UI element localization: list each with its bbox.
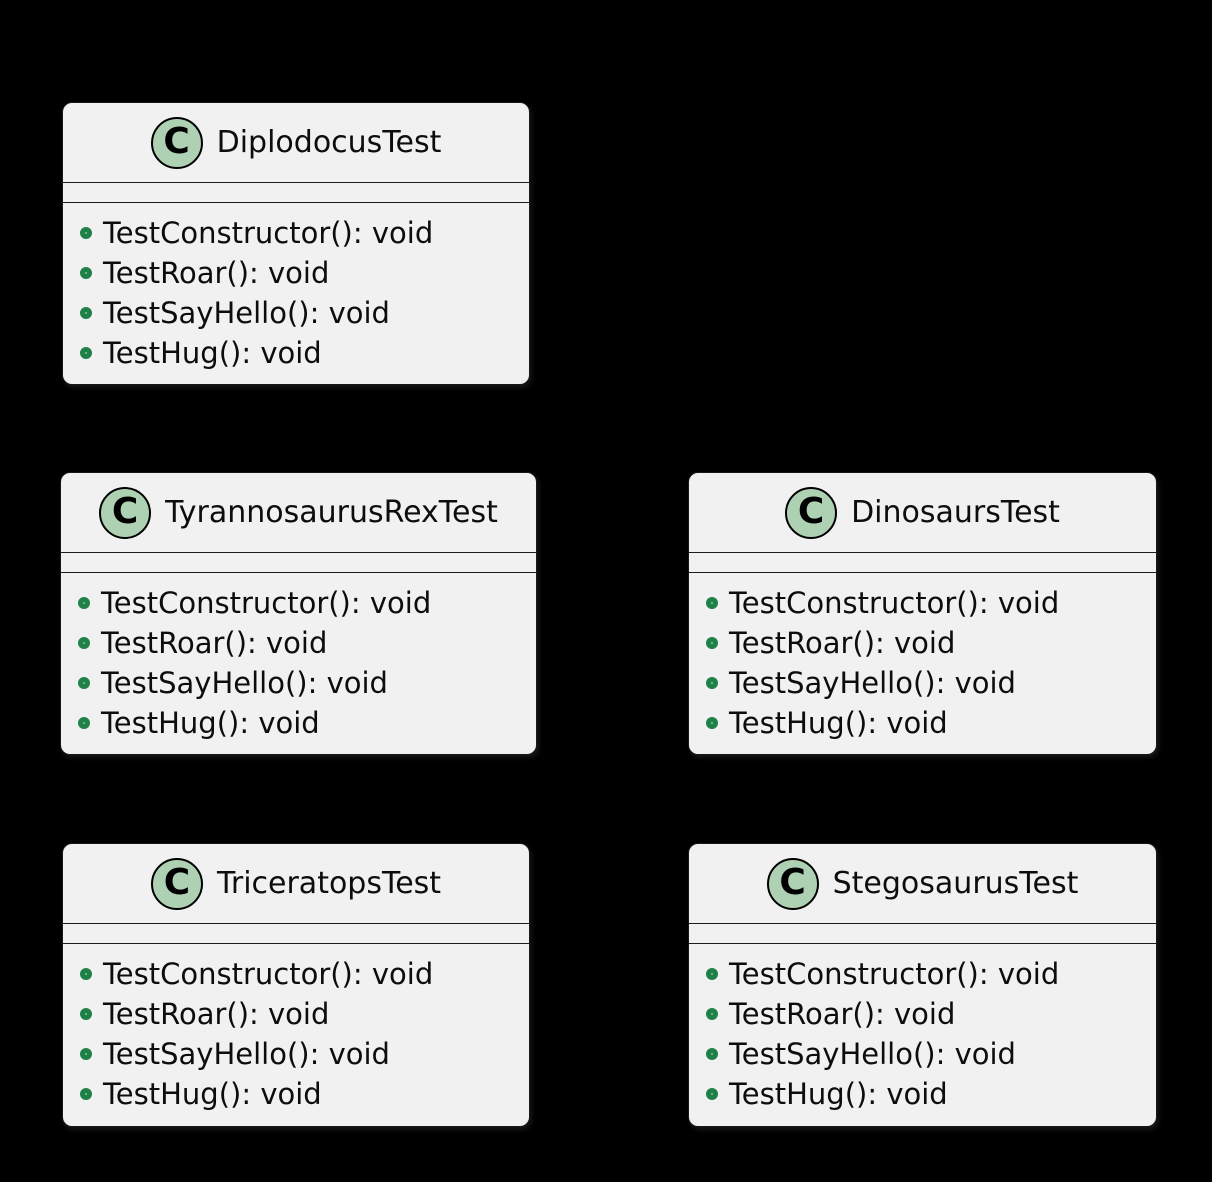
method-row: TestSayHello(): void	[689, 1034, 1156, 1074]
public-method-icon	[706, 1088, 718, 1100]
public-method-icon	[706, 637, 718, 649]
class-box-tyrannosaurus-rex-test: C TyrannosaurusRexTest TestConstructor()…	[60, 472, 537, 755]
method-label: TestRoar(): void	[729, 626, 956, 660]
class-name: StegosaurusTest	[832, 866, 1079, 901]
method-label: TestRoar(): void	[729, 997, 956, 1031]
fields-section-empty	[689, 553, 1156, 573]
method-row: TestHug(): void	[63, 333, 529, 373]
methods-section: TestConstructor(): void TestRoar(): void…	[689, 573, 1156, 753]
class-title-bar: C DiplodocusTest	[63, 103, 529, 183]
method-row: TestRoar(): void	[689, 623, 1156, 663]
class-box-stegosaurus-test: C StegosaurusTest TestConstructor(): voi…	[688, 843, 1157, 1127]
class-stereotype-icon: C	[150, 857, 203, 910]
class-name: TyrannosaurusRexTest	[165, 495, 498, 530]
methods-section: TestConstructor(): void TestRoar(): void…	[63, 203, 529, 383]
method-row: TestConstructor(): void	[689, 583, 1156, 623]
method-label: TestHug(): void	[729, 706, 948, 740]
method-row: TestHug(): void	[689, 703, 1156, 743]
class-stereotype-icon: C	[785, 486, 838, 539]
public-method-icon	[78, 597, 90, 609]
fields-section-empty	[63, 924, 529, 944]
method-label: TestConstructor(): void	[729, 957, 1060, 991]
method-row: TestSayHello(): void	[61, 663, 536, 703]
method-row: TestRoar(): void	[61, 623, 536, 663]
method-label: TestRoar(): void	[103, 256, 330, 290]
public-method-icon	[80, 227, 92, 239]
class-box-diplodocus-test: C DiplodocusTest TestConstructor(): void…	[62, 102, 530, 385]
class-name: DiplodocusTest	[216, 125, 442, 160]
class-title-bar: C TriceratopsTest	[63, 844, 529, 924]
class-title-bar: C DinosaursTest	[689, 473, 1156, 553]
class-stereotype-icon: C	[766, 857, 819, 910]
class-stereotype-icon: C	[150, 116, 203, 169]
fields-section-empty	[61, 553, 536, 573]
method-label: TestRoar(): void	[103, 997, 330, 1031]
public-method-icon	[706, 597, 718, 609]
method-row: TestHug(): void	[689, 1074, 1156, 1114]
method-label: TestHug(): void	[101, 706, 320, 740]
methods-section: TestConstructor(): void TestRoar(): void…	[61, 573, 536, 753]
fields-section-empty	[63, 183, 529, 203]
public-method-icon	[80, 1008, 92, 1020]
public-method-icon	[80, 1048, 92, 1060]
method-row: TestConstructor(): void	[61, 583, 536, 623]
methods-section: TestConstructor(): void TestRoar(): void…	[63, 944, 529, 1124]
method-row: TestSayHello(): void	[689, 663, 1156, 703]
public-method-icon	[706, 968, 718, 980]
public-method-icon	[78, 677, 90, 689]
method-label: TestConstructor(): void	[101, 586, 432, 620]
class-box-triceratops-test: C TriceratopsTest TestConstructor(): voi…	[62, 843, 530, 1127]
method-row: TestRoar(): void	[63, 994, 529, 1034]
method-row: TestConstructor(): void	[689, 954, 1156, 994]
methods-section: TestConstructor(): void TestRoar(): void…	[689, 944, 1156, 1124]
method-label: TestSayHello(): void	[729, 1037, 1016, 1071]
class-title-bar: C TyrannosaurusRexTest	[61, 473, 536, 553]
method-row: TestHug(): void	[63, 1074, 529, 1114]
public-method-icon	[706, 717, 718, 729]
public-method-icon	[80, 307, 92, 319]
method-label: TestConstructor(): void	[103, 216, 434, 250]
public-method-icon	[706, 1048, 718, 1060]
class-title-bar: C StegosaurusTest	[689, 844, 1156, 924]
class-box-dinosaurs-test: C DinosaursTest TestConstructor(): void …	[688, 472, 1157, 755]
method-label: TestHug(): void	[103, 1077, 322, 1111]
method-row: TestSayHello(): void	[63, 1034, 529, 1074]
public-method-icon	[78, 637, 90, 649]
public-method-icon	[706, 677, 718, 689]
method-row: TestHug(): void	[61, 703, 536, 743]
method-label: TestSayHello(): void	[101, 666, 388, 700]
public-method-icon	[80, 968, 92, 980]
public-method-icon	[80, 267, 92, 279]
method-row: TestSayHello(): void	[63, 293, 529, 333]
class-name: TriceratopsTest	[216, 866, 442, 901]
method-label: TestConstructor(): void	[103, 957, 434, 991]
public-method-icon	[80, 347, 92, 359]
method-label: TestRoar(): void	[101, 626, 328, 660]
method-label: TestSayHello(): void	[103, 1037, 390, 1071]
class-name: DinosaursTest	[851, 495, 1060, 530]
method-label: TestSayHello(): void	[729, 666, 1016, 700]
method-row: TestConstructor(): void	[63, 213, 529, 253]
method-label: TestSayHello(): void	[103, 296, 390, 330]
method-row: TestRoar(): void	[689, 994, 1156, 1034]
method-row: TestRoar(): void	[63, 253, 529, 293]
fields-section-empty	[689, 924, 1156, 944]
method-label: TestConstructor(): void	[729, 586, 1060, 620]
method-label: TestHug(): void	[729, 1077, 948, 1111]
method-label: TestHug(): void	[103, 336, 322, 370]
method-row: TestConstructor(): void	[63, 954, 529, 994]
class-stereotype-icon: C	[99, 486, 152, 539]
public-method-icon	[78, 717, 90, 729]
public-method-icon	[706, 1008, 718, 1020]
public-method-icon	[80, 1088, 92, 1100]
